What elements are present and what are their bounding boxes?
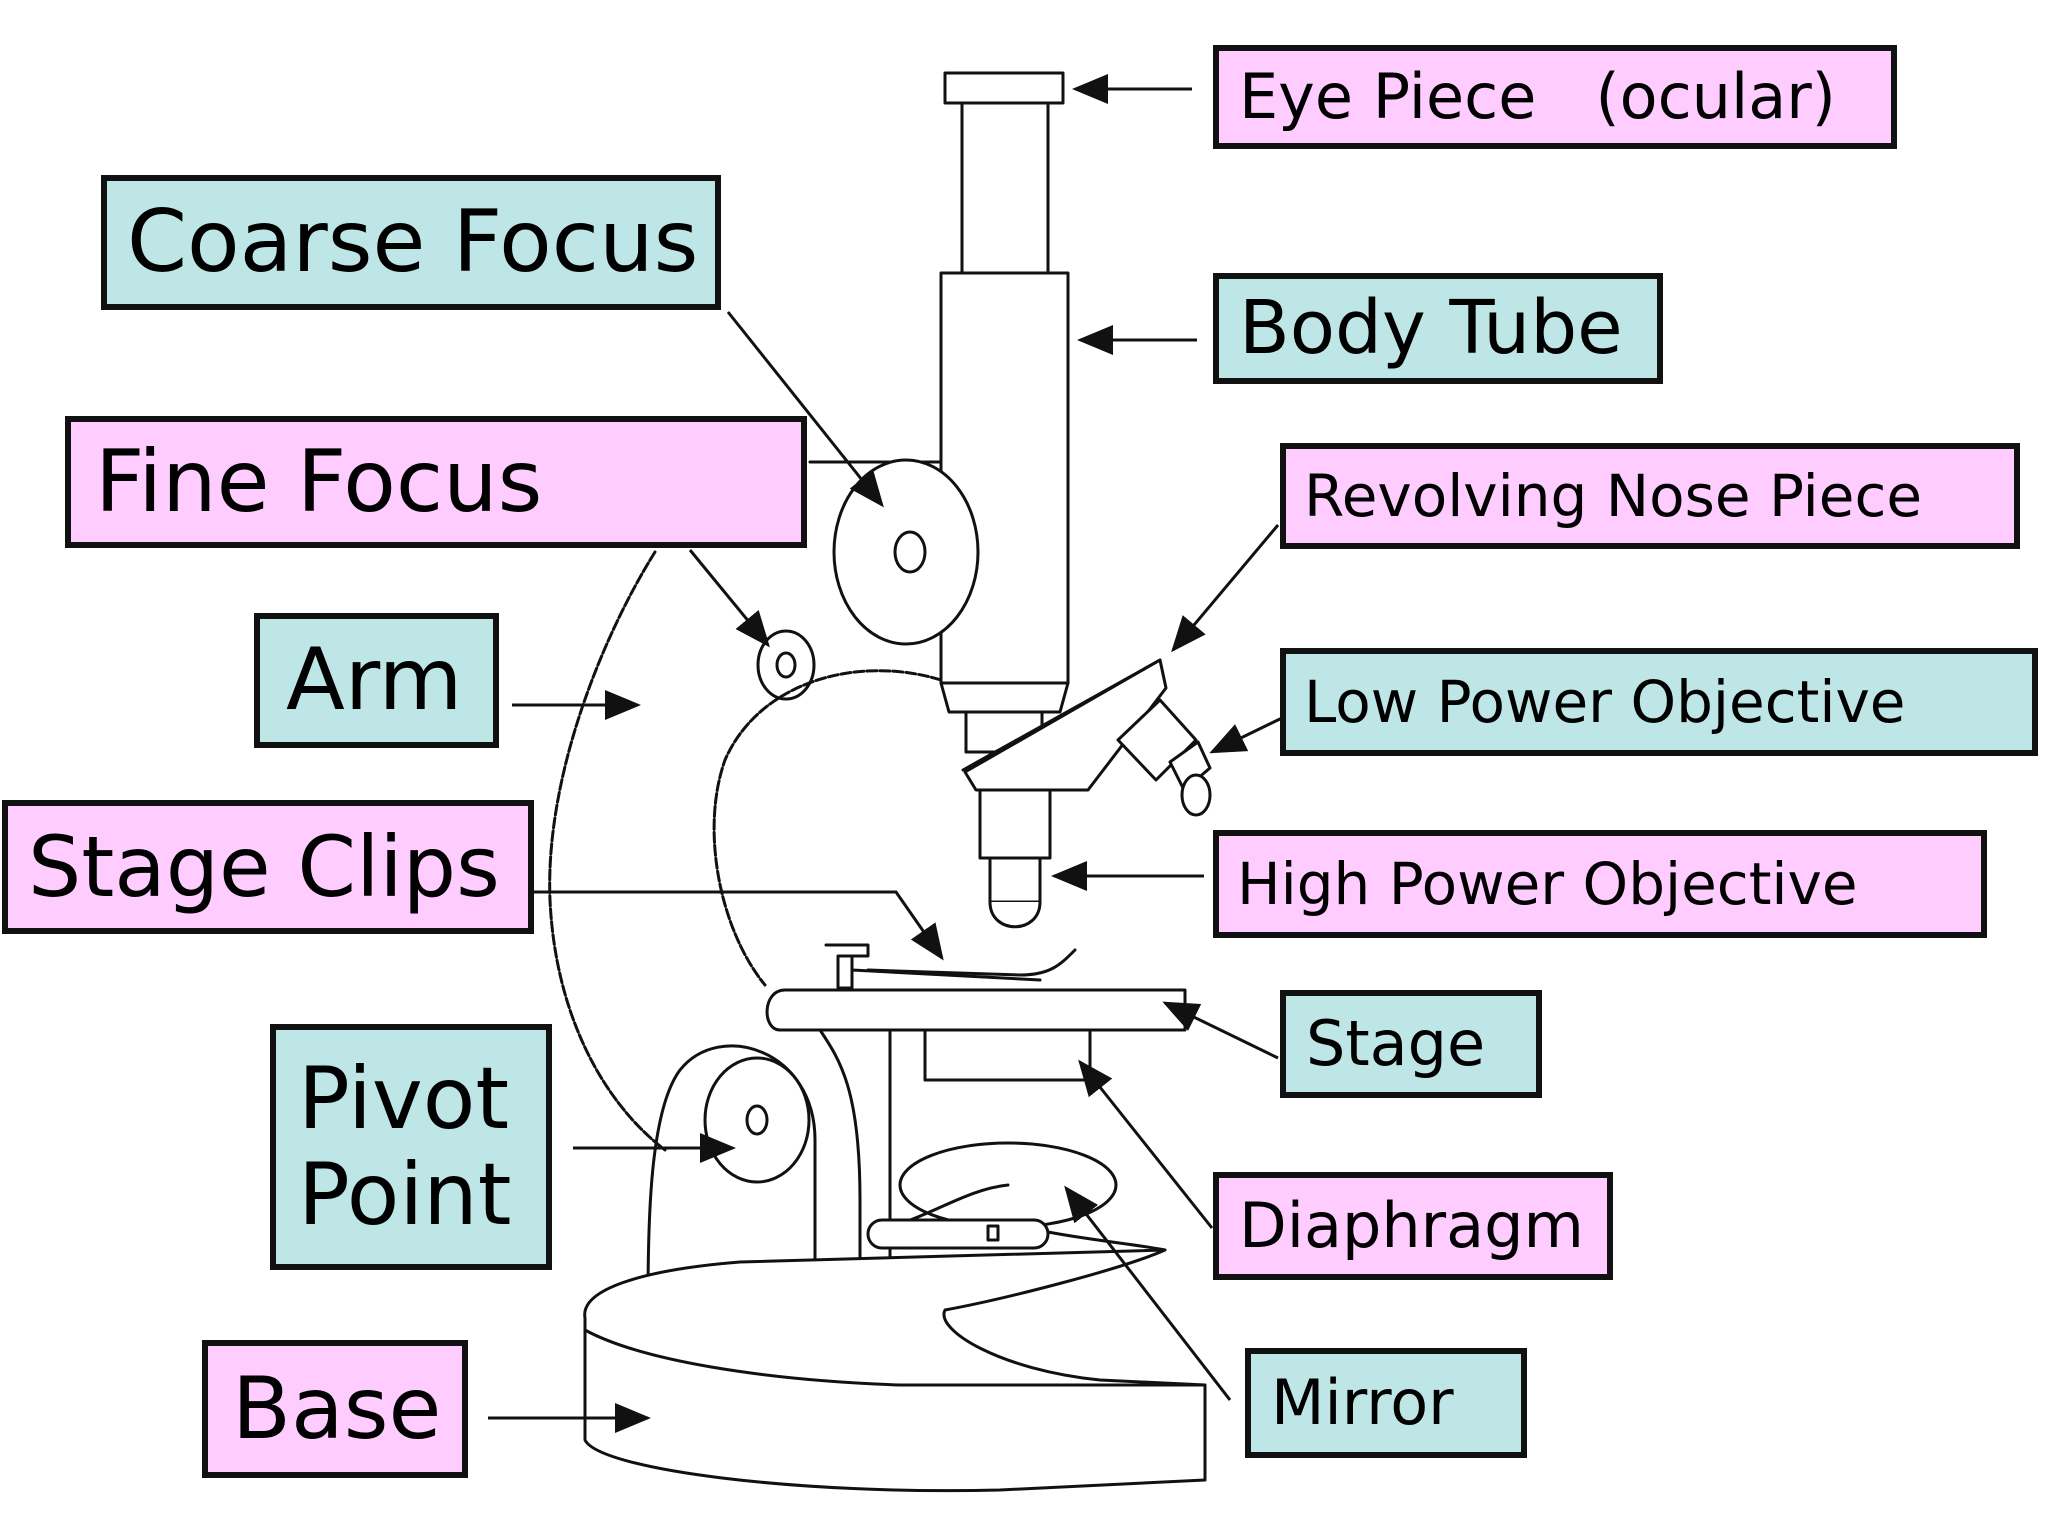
body-tube-drawing — [939, 271, 1070, 685]
label-high-power-objective-text: High Power Objective — [1237, 849, 1858, 918]
arrow-stage — [1162, 1001, 1279, 1060]
pivot-knob-drawing — [703, 1056, 811, 1184]
arm-drawing — [548, 550, 667, 1152]
fine-focus-knob-drawing — [756, 629, 816, 701]
arrow-coarse-focus — [726, 311, 884, 508]
label-arm: Arm — [254, 613, 499, 748]
arrow-revolving-nose-piece — [1171, 524, 1280, 653]
label-mirror-text: Mirror — [1271, 1366, 1454, 1440]
pillar-drawing — [818, 1028, 862, 1352]
body-tube-collar-drawing — [939, 681, 1070, 714]
label-body-tube: Body Tube — [1213, 273, 1663, 384]
label-diaphragm-text: Diaphragm — [1239, 1189, 1584, 1263]
stage-drawing — [765, 988, 1187, 1032]
label-eye-piece: Eye Piece (ocular) — [1213, 45, 1897, 149]
arrow-fine-focus — [688, 549, 770, 648]
base-drawing — [583, 1248, 1207, 1493]
label-stage-text: Stage — [1306, 1007, 1486, 1081]
eyepiece-drawing — [943, 71, 1065, 105]
label-base: Base — [202, 1340, 468, 1478]
label-high-power-objective: High Power Objective — [1213, 830, 1987, 938]
diaphragm-drawing — [923, 1028, 1092, 1082]
label-pivot-point-text-line2: Point — [298, 1145, 512, 1245]
label-diaphragm: Diaphragm — [1213, 1172, 1613, 1280]
eyepiece-tube-drawing — [960, 101, 1050, 275]
label-mirror: Mirror — [1245, 1348, 1527, 1458]
label-revolving-nose-piece-text: Revolving Nose Piece — [1304, 461, 1923, 530]
low-power-objective-drawing — [1116, 698, 1198, 782]
label-fine-focus-text: Fine Focus — [95, 431, 543, 532]
label-base-text: Base — [232, 1358, 442, 1459]
label-fine-focus: Fine Focus — [65, 416, 807, 548]
label-coarse-focus: Coarse Focus — [101, 175, 721, 310]
label-revolving-nose-piece: Revolving Nose Piece — [1280, 443, 2020, 549]
label-low-power-objective: Low Power Objective — [1280, 648, 2038, 756]
arrow-low-power-objective — [1209, 716, 1283, 754]
label-arm-text: Arm — [286, 630, 463, 731]
label-pivot-point: Pivot Point — [270, 1024, 552, 1270]
label-pivot-point-text-line1: Pivot — [298, 1048, 510, 1149]
arm-inner-drawing — [712, 669, 943, 987]
arrow-diaphragm — [1078, 1059, 1214, 1229]
arrow-mirror — [1064, 1185, 1232, 1401]
label-body-tube-text: Body Tube — [1239, 285, 1623, 372]
label-stage-clips-text: Stage Clips — [28, 817, 500, 916]
arrow-stage-clips — [533, 890, 944, 961]
label-stage-clips: Stage Clips — [2, 800, 534, 934]
label-eye-piece-text: Eye Piece (ocular) — [1239, 60, 1836, 134]
coarse-focus-knob-drawing — [832, 458, 980, 646]
label-low-power-objective-text: Low Power Objective — [1304, 667, 1906, 736]
high-power-objective-drawing — [978, 788, 1052, 860]
label-coarse-focus-text: Coarse Focus — [127, 192, 699, 293]
label-stage: Stage — [1280, 990, 1542, 1098]
